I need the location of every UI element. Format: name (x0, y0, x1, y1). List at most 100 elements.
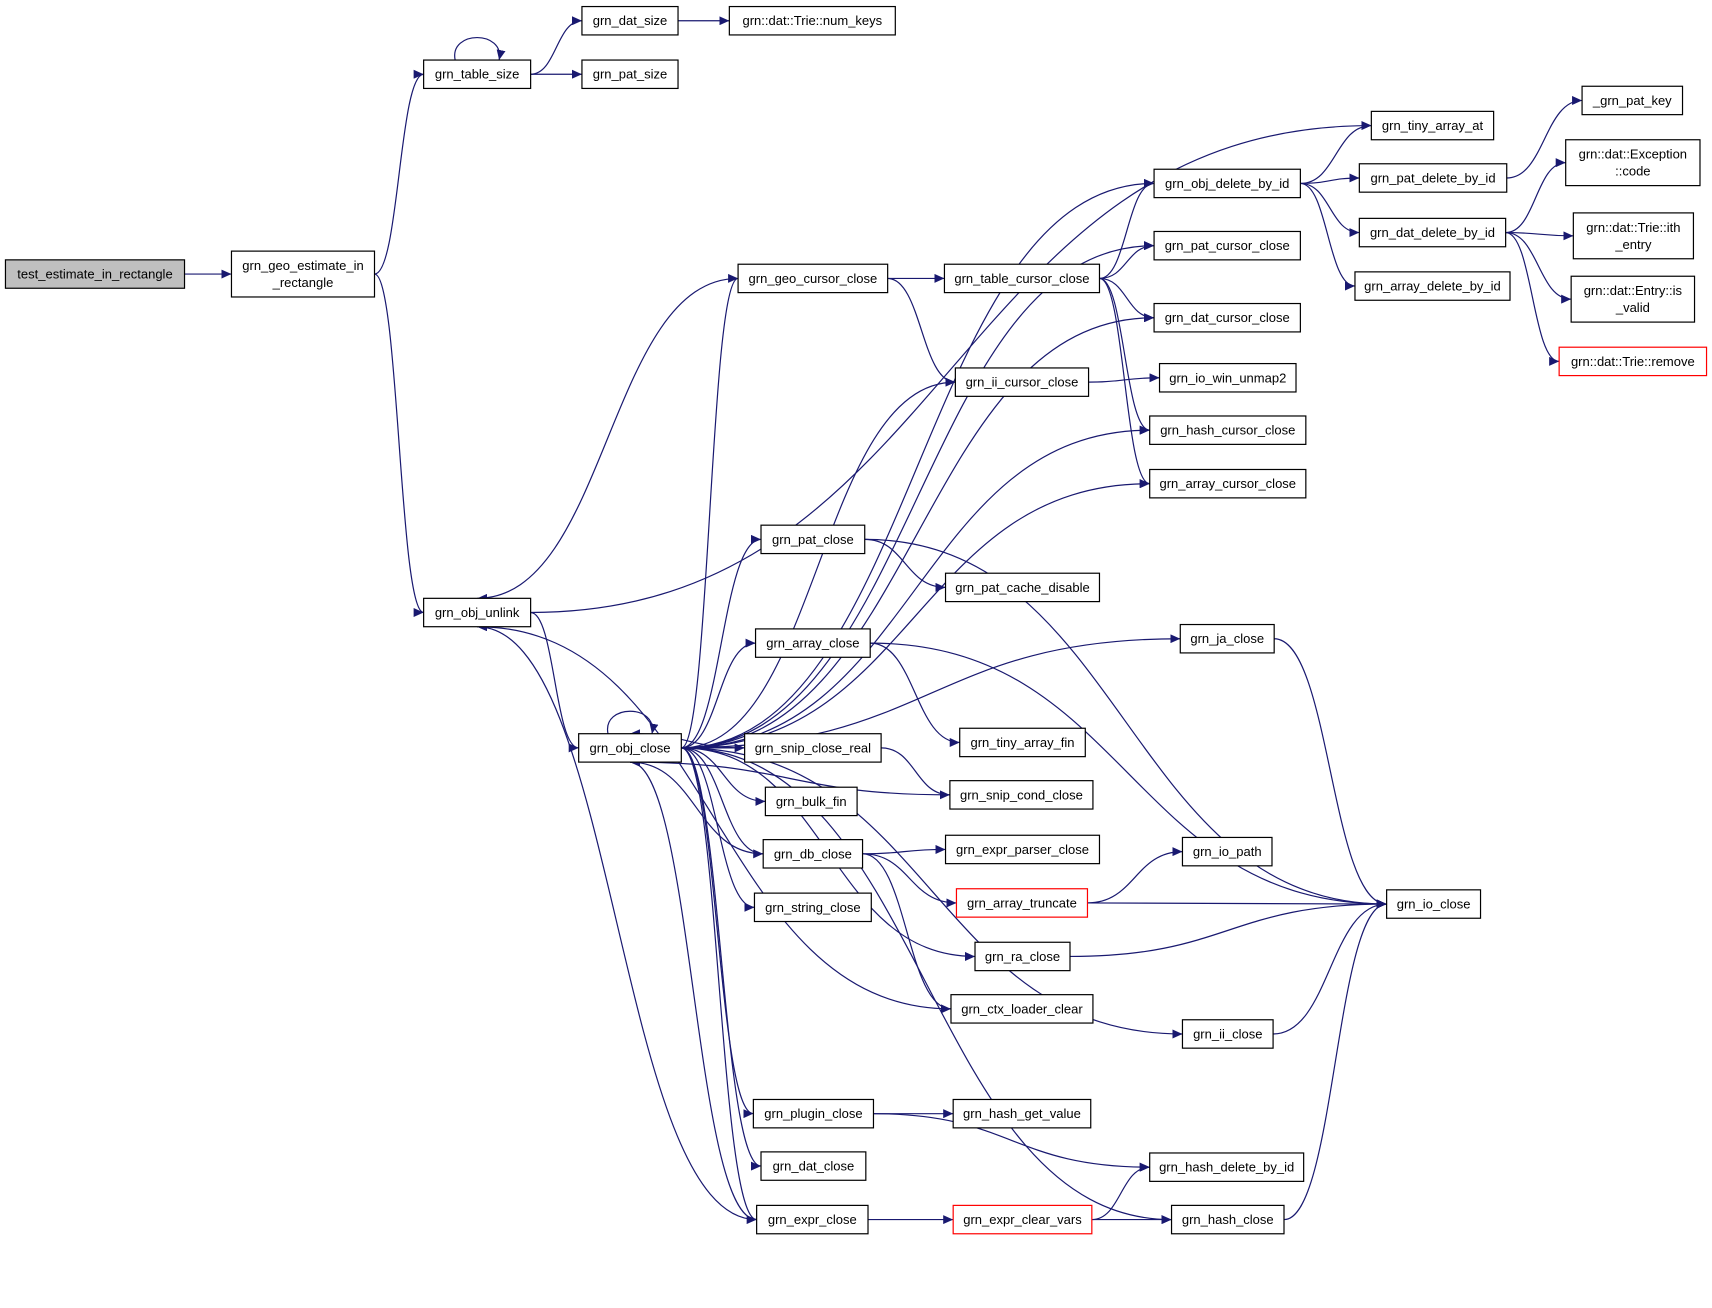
edge-pat_delete_by_id-to-pat_key (1506, 95, 1583, 179)
node-obj-delete-by-id[interactable]: grn_obj_delete_by_id (1153, 168, 1301, 199)
node-ja-close[interactable]: grn_ja_close (1179, 623, 1275, 654)
node-label: grn_table_cursor_close (954, 271, 1089, 286)
node-label: grn_snip_close_real (755, 740, 871, 755)
node-box (1153, 230, 1301, 261)
node-expr-parser-close[interactable]: grn_expr_parser_close (944, 834, 1101, 865)
node-dat-close[interactable]: grn_dat_close (760, 1151, 867, 1181)
node-label: _valid (1615, 300, 1650, 315)
node-label: grn_snip_cond_close (960, 787, 1083, 802)
node-pat-cursor-close[interactable]: grn_pat_cursor_close (1153, 230, 1301, 261)
node-pat-size[interactable]: grn_pat_size (581, 59, 679, 90)
node-db-close[interactable]: grn_db_close (762, 839, 864, 869)
node-array-delete-by-id[interactable]: grn_array_delete_by_id (1354, 271, 1511, 301)
node-obj-unlink[interactable]: grn_obj_unlink (423, 597, 532, 628)
node-dat-cursor-close[interactable]: grn_dat_cursor_close (1153, 302, 1301, 333)
node-io-path[interactable]: grn_io_path (1181, 836, 1273, 867)
edge-expr_close-to-obj_close (629, 757, 757, 1221)
node-label: grn_ra_close (985, 949, 1060, 964)
node-pat-cache-disable[interactable]: grn_pat_cache_disable (944, 572, 1101, 603)
edge-db_close-to-obj_close (629, 757, 764, 855)
node-geo-estimate[interactable]: grn_geo_estimate_in _rectangle (230, 250, 376, 298)
node-box (1570, 275, 1696, 323)
node-box (1386, 889, 1482, 919)
node-array-close[interactable]: grn_array_close (754, 628, 871, 658)
edge-table_cursor_close-to-pat_cursor_close (1099, 241, 1155, 280)
edge-layer (184, 16, 1583, 1225)
node-pat-close[interactable]: grn_pat_close (760, 524, 866, 555)
node-geo-cursor-close[interactable]: grn_geo_cursor_close (737, 263, 889, 294)
node-snip-close-real[interactable]: grn_snip_close_real (744, 733, 882, 763)
node-box (1354, 271, 1511, 301)
node-array-truncate[interactable]: grn_array_truncate (955, 888, 1089, 918)
edge-table_size-to-table_size (454, 37, 506, 61)
edge-obj_delete_by_id-to-tiny_array_at (1300, 121, 1372, 185)
edge-obj_close-to-hash_close (681, 747, 1172, 1225)
node-label: grn_pat_close (772, 532, 854, 547)
node-hash-cursor-close[interactable]: grn_hash_cursor_close (1149, 415, 1307, 445)
node-obj-close[interactable]: grn_obj_close (578, 733, 682, 763)
node-io-win-unmap2[interactable]: grn_io_win_unmap2 (1158, 362, 1297, 393)
node-test-estimate[interactable]: test_estimate_in_rectangle (4, 259, 186, 289)
node-ra-close[interactable]: grn_ra_close (974, 941, 1071, 972)
node-num-keys[interactable]: grn::dat::Trie::num_keys (728, 5, 896, 36)
node-ctx-loader-clear[interactable]: grn_ctx_loader_clear (950, 994, 1094, 1024)
node-pat-delete-by-id[interactable]: grn_pat_delete_by_id (1358, 163, 1508, 193)
node-table-cursor-close[interactable]: grn_table_cursor_close (943, 263, 1101, 294)
node-box (581, 59, 679, 90)
node-label: grn_pat_cursor_close (1165, 238, 1290, 253)
node-label: grn_geo_cursor_close (749, 271, 878, 286)
node-io-close[interactable]: grn_io_close (1386, 889, 1482, 919)
node-bulk-fin[interactable]: grn_bulk_fin (764, 786, 858, 817)
node-hash-delete-by-id[interactable]: grn_hash_delete_by_id (1149, 1152, 1305, 1182)
node-label: grn_geo_estimate_in (242, 258, 363, 273)
node-box (952, 1098, 1092, 1129)
node-expr-clear-vars[interactable]: grn_expr_clear_vars (952, 1204, 1093, 1235)
node-dat-size[interactable]: grn_dat_size (581, 5, 679, 36)
node-exception-code[interactable]: grn::dat::Exception::code (1565, 139, 1701, 187)
node-label: grn_ctx_loader_clear (961, 1001, 1083, 1016)
node-string-close[interactable]: grn_string_close (753, 892, 872, 923)
edge-pat_close-to-io_close (864, 538, 1387, 909)
node-tiny-array-fin[interactable]: grn_tiny_array_fin (959, 727, 1086, 758)
node-plugin-close[interactable]: grn_plugin_close (752, 1098, 875, 1129)
node-trie-remove[interactable]: grn::dat::Trie::remove (1558, 346, 1708, 377)
node-array-cursor-close[interactable]: grn_array_cursor_close (1149, 468, 1307, 499)
node-label: grn_array_close (766, 636, 859, 651)
node-box (1181, 1019, 1274, 1049)
node-box (760, 524, 866, 555)
node-trie-ith-entry[interactable]: grn::dat::Trie::ith_entry (1572, 212, 1695, 260)
node-hash-close[interactable]: grn_hash_close (1170, 1204, 1285, 1235)
node-box (1153, 168, 1301, 199)
node-snip-cond-close[interactable]: grn_snip_cond_close (949, 780, 1094, 810)
edge-array_close-to-tiny_array_fin (870, 642, 960, 747)
node-entry-is-valid[interactable]: grn::dat::Entry::is_valid (1570, 275, 1696, 323)
node-label: grn_hash_close (1182, 1212, 1274, 1227)
node-box (954, 367, 1090, 397)
node-box (1158, 362, 1297, 393)
node-label: grn_ii_cursor_close (966, 375, 1079, 390)
edge-pat_close-to-pat_cache_disable (864, 538, 946, 592)
edge-obj_close-to-array_cursor_close (681, 479, 1150, 749)
node-ii-cursor-close[interactable]: grn_ii_cursor_close (954, 367, 1090, 397)
edge-obj_close-to-obj_delete_by_id (681, 178, 1155, 749)
node-pat-key[interactable]: _grn_pat_key (1581, 85, 1684, 116)
node-hash-get-value[interactable]: grn_hash_get_value (952, 1098, 1092, 1129)
node-ii-close[interactable]: grn_ii_close (1181, 1019, 1274, 1049)
node-expr-close[interactable]: grn_expr_close (756, 1204, 869, 1235)
edge-hash_close-to-io_close (1283, 899, 1387, 1221)
node-label: grn_dat_close (773, 1159, 855, 1174)
edge-ja_close-to-io_close (1274, 638, 1387, 909)
node-box (944, 834, 1101, 865)
node-box (4, 259, 186, 289)
node-label: _rectangle (272, 275, 334, 290)
edge-table_size-to-dat_size (530, 16, 582, 75)
node-label: grn_expr_parser_close (956, 842, 1089, 857)
node-tiny-array-at[interactable]: grn_tiny_array_at (1370, 110, 1495, 141)
node-dat-delete-by-id[interactable]: grn_dat_delete_by_id (1358, 217, 1507, 248)
node-box (581, 5, 679, 36)
node-label: grn_io_close (1397, 897, 1471, 912)
node-box (760, 1151, 867, 1181)
node-table-size[interactable]: grn_table_size (423, 59, 532, 90)
node-label: grn_array_truncate (967, 895, 1077, 910)
edge-geo_estimate-to-table_size (374, 69, 424, 275)
